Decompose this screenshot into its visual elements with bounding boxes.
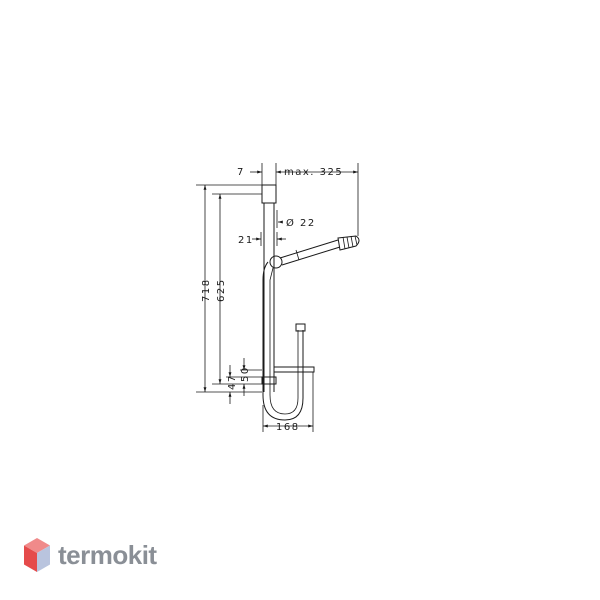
hose-connector [295, 323, 306, 332]
dim-47-label: 47 [227, 374, 238, 390]
dim-top [250, 163, 359, 236]
shower-hose [262, 261, 304, 421]
brand-name: termokit [58, 539, 157, 570]
dim-21 [252, 232, 286, 246]
hand-shower [279, 235, 360, 266]
dim-max325-label: max. 325 [284, 167, 343, 178]
dim-718-label: 718 [201, 278, 212, 302]
shower-rail-assembly [261, 184, 360, 421]
dim-625-label: 625 [216, 278, 227, 302]
dim-47 [226, 365, 262, 404]
dim-168-label: 168 [276, 422, 300, 433]
dim-50-label: 50 [240, 366, 251, 382]
dim-625 [212, 193, 262, 385]
soap-shelf [273, 366, 315, 373]
dim-diameter [276, 210, 283, 228]
slider-knob [269, 255, 283, 269]
brand-logo: termokit [22, 534, 157, 576]
wall-bracket-bottom [261, 376, 277, 385]
dim-50 [240, 358, 262, 396]
dim-7-label: 7 [237, 167, 245, 178]
dim-dia22-label: Ø 22 [286, 217, 316, 229]
dim-168 [262, 372, 314, 432]
hexagon-logo-icon [24, 538, 50, 572]
wall-bracket-top [261, 184, 277, 204]
dim-21-label: 21 [238, 235, 254, 246]
